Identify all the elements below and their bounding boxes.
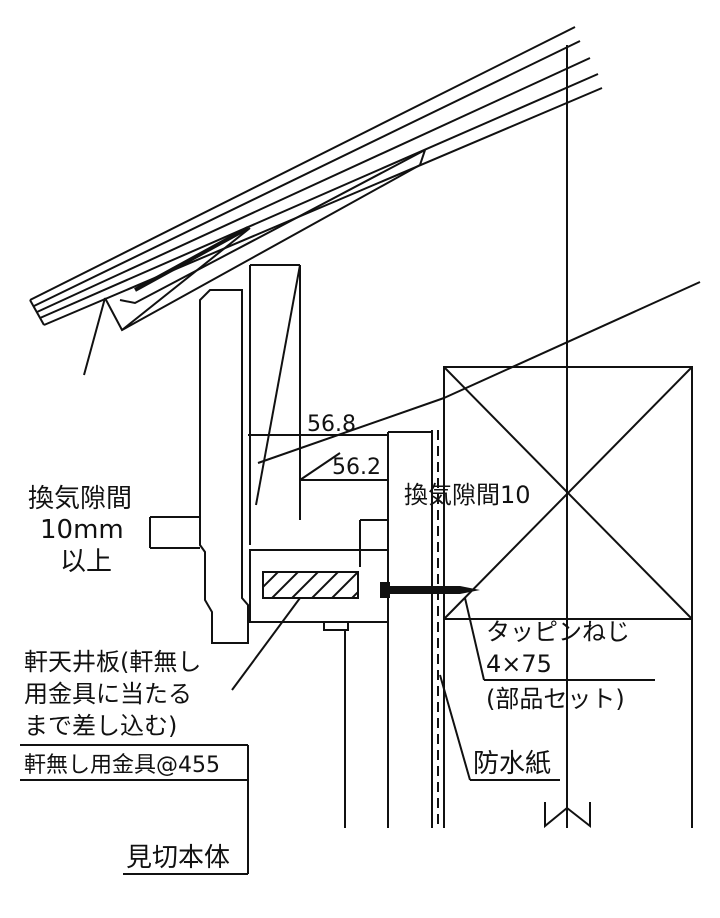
- rafter-frame: [249, 264, 301, 545]
- vent-gap-left-line1: 換気隙間: [28, 484, 132, 514]
- soffit-label-line3: まで差し込む): [24, 712, 177, 740]
- tapping-screw-icon: [380, 582, 480, 598]
- soffit-fastener: [323, 621, 349, 631]
- dimension-outer-label: 56.8: [307, 412, 356, 437]
- bracket-label: 軒無し用金具@455: [24, 753, 220, 778]
- vent-gap-right-label: 換気隙間10: [404, 481, 531, 509]
- trim-body-column: [344, 431, 432, 828]
- screw-label-line3: (部品セット): [486, 685, 625, 713]
- leader-lines: [20, 597, 655, 875]
- screw-label-line1: タッピンねじ: [486, 618, 630, 646]
- soffit-label-line2: 用金具に当たる: [24, 680, 192, 708]
- waterproof-paper-label: 防水紙: [473, 749, 551, 779]
- vent-gap-left-line3: 以上: [60, 547, 112, 577]
- trim-body-label: 見切本体: [126, 843, 230, 873]
- long-diagonal: [257, 281, 701, 464]
- dimension-lines: [248, 434, 388, 567]
- vent-gap-left-bracket: [149, 516, 200, 549]
- waterproof-paper: [431, 430, 439, 828]
- fascia-edge: [83, 147, 427, 376]
- soffit-label-line1: 軒天井板(軒無し: [24, 648, 201, 676]
- fascia-board: [199, 289, 249, 644]
- vent-gap-left-line2: 10mm: [40, 515, 124, 545]
- centerline: [544, 45, 591, 829]
- screw-label-line2: 4×75: [486, 650, 552, 678]
- roof-layers: [29, 26, 603, 326]
- dimension-inner-label: 56.2: [332, 455, 381, 480]
- soffit-board: [249, 549, 389, 623]
